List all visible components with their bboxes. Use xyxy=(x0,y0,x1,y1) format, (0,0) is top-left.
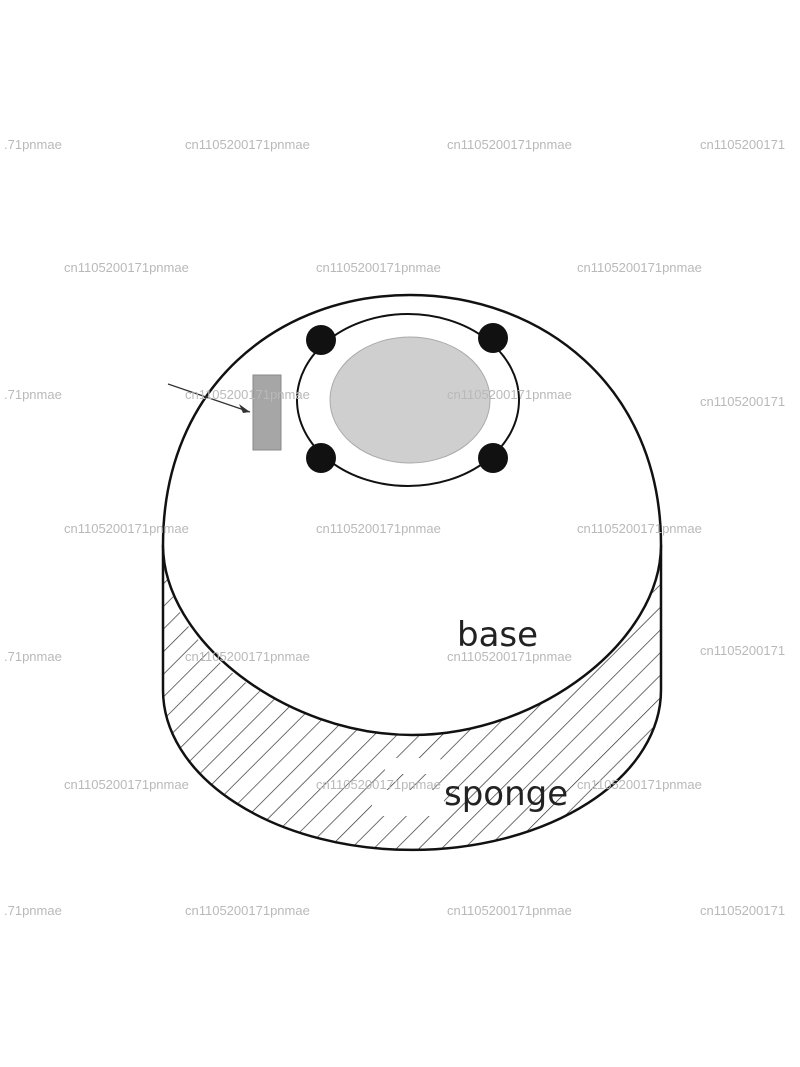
mounting-screw-bottom-left xyxy=(306,443,336,473)
sponge-hatch xyxy=(163,545,661,850)
watermark-text: cn1105200171pnmae xyxy=(185,903,310,918)
watermark-text: cn1105200171pnmae xyxy=(447,387,572,402)
watermark-text: cn1105200171pnmae xyxy=(185,649,310,664)
watermark-text: cn1105200171 xyxy=(700,643,785,658)
mounting-screw-bottom-right xyxy=(478,443,508,473)
watermark-text: .71pnmae xyxy=(4,649,62,664)
watermark-text: cn1105200171pnmae xyxy=(64,521,189,536)
watermark-text: cn1105200171 xyxy=(700,903,785,918)
sponge-label-gap xyxy=(372,790,444,816)
watermark-text: cn1105200171pnmae xyxy=(447,649,572,664)
watermark-text: .71pnmae xyxy=(4,137,62,152)
watermark-text: cn1105200171pnmae xyxy=(577,777,702,792)
mounting-screw-top-left xyxy=(306,325,336,355)
watermark-text: cn1105200171pnmae xyxy=(577,521,702,536)
watermark-text: cn1105200171pnmae xyxy=(316,260,441,275)
watermark-text: cn1105200171 xyxy=(700,394,785,409)
watermark-text: cn1105200171pnmae xyxy=(316,521,441,536)
watermark-text: cn1105200171pnmae xyxy=(185,137,310,152)
watermark-text: cn1105200171pnmae xyxy=(447,137,572,152)
sponge-layer xyxy=(161,545,663,852)
watermark-text: cn1105200171pnmae xyxy=(316,777,441,792)
center-pad xyxy=(329,336,491,464)
watermark-text: cn1105200171 xyxy=(700,137,785,152)
base-cap xyxy=(161,293,663,737)
watermark-text: .71pnmae xyxy=(4,903,62,918)
watermark-text: .71pnmae xyxy=(4,387,62,402)
watermark-layer: .71pnmae cn1105200171pnmae cn1105200171p… xyxy=(4,137,785,918)
watermark-text: cn1105200171pnmae xyxy=(447,903,572,918)
sponge-label-gap-2 xyxy=(384,758,444,774)
inner-ring xyxy=(296,313,520,487)
sponge-bottom-edge xyxy=(161,689,663,852)
watermark-text: cn1105200171pnmae xyxy=(185,387,310,402)
watermark-text: cn1105200171pnmae xyxy=(64,260,189,275)
pointer-arrow xyxy=(167,383,251,413)
watermark-text: cn1105200171pnmae xyxy=(64,777,189,792)
side-tab xyxy=(252,374,282,451)
sponge-label: sponge xyxy=(444,774,568,814)
mounting-screw-top-right xyxy=(478,323,508,353)
base-label: base xyxy=(457,615,538,655)
watermark-text: cn1105200171pnmae xyxy=(577,260,702,275)
